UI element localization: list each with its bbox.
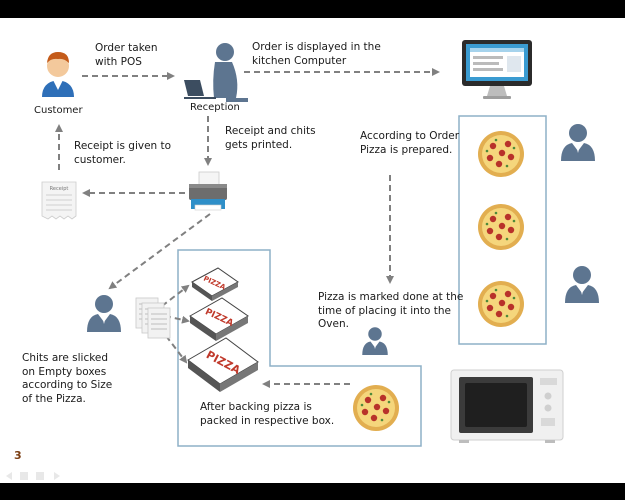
packer-person-icon [87, 295, 121, 332]
receipt-title: Receipt [50, 186, 69, 192]
step-chits-sticked: Chits are slicked on Empty boxes accordi… [22, 352, 113, 405]
packing-area [177, 249, 422, 447]
arrow-chit-to-box-small [161, 284, 190, 307]
step-pizza-marked-done: Pizza is marked done at the time of plac… [318, 291, 464, 330]
receipt-icon: Receipt [41, 181, 77, 220]
slide-nav-icons [6, 472, 60, 480]
arrow-chit-to-box-large [159, 327, 188, 364]
top-letterbox [0, 0, 625, 18]
kitchen-preparation-area [458, 115, 547, 345]
bottom-letterbox [0, 483, 625, 500]
reception-person-icon [184, 43, 248, 102]
pizza-box-medium-icon: PIZZA [189, 297, 249, 341]
pizza-icon-2 [478, 204, 524, 250]
pizza-icon-3 [478, 281, 524, 327]
step-packed: After backing pizza is packed in respect… [200, 401, 335, 427]
pizza-box-large-icon: PIZZA [187, 337, 259, 392]
printer-icon [189, 171, 227, 211]
customer-label: Customer [34, 105, 83, 116]
oven-icon [450, 369, 564, 443]
cook-person-icon-1 [561, 124, 595, 161]
step-receipt-printed: Receipt and chits gets printed. [225, 125, 316, 151]
pizza-icon-baked [353, 385, 399, 431]
slide-number: 3 [14, 449, 22, 462]
step-receipt-given: Receipt is given to customer. [74, 140, 172, 166]
customer-icon [42, 52, 74, 97]
step-order-taken: Order taken with POS [95, 42, 158, 68]
step-order-displayed: Order is displayed in the kitchen Comput… [252, 41, 381, 67]
pizza-icon-1 [478, 131, 524, 177]
step-pizza-prepared: According to Order Pizza is prepared. [360, 130, 460, 156]
reception-label: Reception [190, 102, 240, 113]
kitchen-computer-icon [462, 40, 532, 99]
pizza-box-small-icon: PIZZA [191, 267, 239, 301]
cook-person-icon-2 [565, 266, 599, 303]
arrow-printer-to-packer [108, 213, 211, 290]
